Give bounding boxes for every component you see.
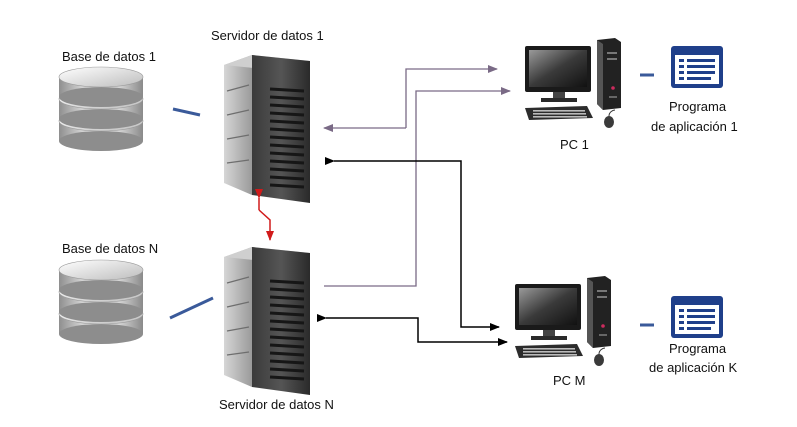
pc-1-label: PC 1 bbox=[560, 137, 589, 152]
db1-server1-link bbox=[172, 107, 201, 117]
pc-m-icon bbox=[514, 275, 612, 367]
server-1-icon bbox=[222, 53, 312, 205]
server-n-label: Servidor de datos N bbox=[219, 397, 334, 412]
servern-pcm-arrow bbox=[317, 314, 508, 346]
database-n-label: Base de datos N bbox=[62, 241, 158, 256]
dbn-servern-link bbox=[169, 296, 214, 320]
app-k-label-line2: de aplicación K bbox=[649, 360, 737, 375]
pc-1-icon bbox=[524, 37, 622, 129]
server-n-icon bbox=[222, 245, 312, 397]
app-k-label-line1: Programa bbox=[669, 341, 727, 356]
application-k-icon bbox=[671, 296, 723, 338]
server-1-label: Servidor de datos 1 bbox=[211, 28, 324, 43]
database-1-icon bbox=[58, 66, 144, 152]
server-sync-arrow bbox=[258, 209, 274, 241]
database-1-label: Base de datos 1 bbox=[62, 49, 156, 64]
pc-m-label: PC M bbox=[553, 373, 586, 388]
servern-pc1-arrow bbox=[324, 87, 511, 287]
application-1-icon bbox=[671, 46, 723, 88]
pc1-top-arrow bbox=[405, 65, 498, 128]
app-1-label-line1: Programa bbox=[669, 99, 727, 114]
app-1-label-line2: de aplicación 1 bbox=[651, 119, 738, 134]
database-n-icon bbox=[58, 259, 144, 345]
